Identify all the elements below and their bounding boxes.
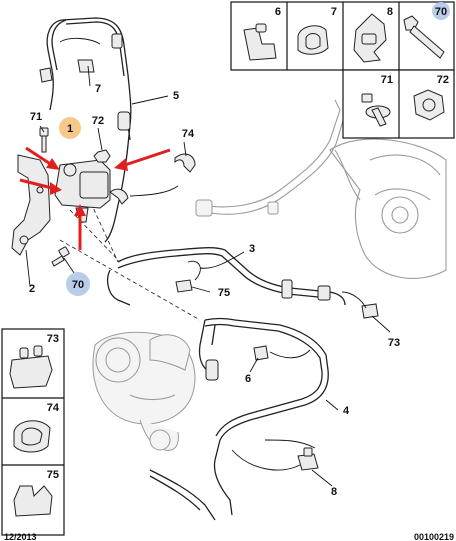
- pipe-4: [149, 317, 329, 521]
- engine-outline: [195, 99, 447, 279]
- clip-8: [297, 447, 319, 471]
- callout-8[interactable]: 8: [331, 486, 337, 498]
- grid-cell-73[interactable]: 73: [9, 333, 59, 389]
- bracket-2: [11, 154, 51, 256]
- svg-text:71: 71: [381, 74, 393, 86]
- callout-73[interactable]: 73: [388, 337, 400, 349]
- grid-cell-6[interactable]: 6: [243, 6, 281, 61]
- callout-6[interactable]: 6: [245, 373, 251, 385]
- callout-75[interactable]: 75: [218, 287, 230, 299]
- nut-72: [93, 149, 111, 163]
- svg-text:74: 74: [47, 402, 60, 414]
- svg-text:7: 7: [331, 6, 337, 18]
- grid-cell-74[interactable]: 74: [13, 402, 60, 453]
- callout-72[interactable]: 72: [92, 115, 104, 127]
- callout-5[interactable]: 5: [173, 90, 179, 102]
- clip-74: [109, 153, 196, 205]
- reference-grid-left: 73 74 75: [1, 328, 65, 536]
- clip-6: [253, 345, 269, 361]
- callout-3[interactable]: 3: [249, 243, 255, 255]
- grid-cell-75[interactable]: 75: [13, 469, 59, 517]
- leader-lines: [25, 37, 391, 487]
- callout-1[interactable]: 1: [59, 117, 81, 139]
- arrow-right: [124, 148, 171, 167]
- clip-7: [39, 59, 95, 83]
- red-arrows: [19, 146, 171, 250]
- dashed-links: [59, 189, 201, 321]
- callout-2[interactable]: 2: [29, 283, 35, 295]
- arrow-left-mid: [19, 178, 53, 190]
- callout-74[interactable]: 74: [182, 128, 195, 140]
- svg-text:1: 1: [67, 123, 73, 135]
- grid-cell-8[interactable]: 8: [353, 6, 393, 63]
- grid-cell-70[interactable]: 70: [403, 2, 450, 59]
- svg-text:6: 6: [275, 6, 281, 18]
- reference-grid-top: 6 7 8 70 71 72: [230, 1, 455, 139]
- grid-cell-7[interactable]: 7: [297, 6, 337, 55]
- callout-4[interactable]: 4: [343, 405, 350, 417]
- pipe-5: [46, 17, 132, 243]
- footer-reference: 00100219: [414, 532, 454, 541]
- svg-text:75: 75: [47, 469, 59, 481]
- callout-70[interactable]: 70: [66, 272, 90, 296]
- grid-cell-72[interactable]: 72: [413, 74, 449, 121]
- pipe-3: [107, 247, 346, 306]
- bolt-71: [39, 127, 49, 153]
- svg-text:73: 73: [47, 333, 59, 345]
- clip-73: [361, 303, 379, 319]
- clip-75: [175, 279, 193, 293]
- callout-7[interactable]: 7: [95, 83, 101, 95]
- svg-text:70: 70: [435, 6, 447, 18]
- bolt-70: [51, 246, 70, 267]
- svg-text:8: 8: [387, 6, 393, 18]
- callout-71[interactable]: 71: [30, 111, 42, 123]
- footer-date: 12/2013: [4, 532, 37, 541]
- arrow-left-top: [25, 146, 53, 167]
- svg-text:70: 70: [72, 279, 84, 291]
- turbocharger: [92, 331, 196, 451]
- grid-cell-71[interactable]: 71: [361, 74, 393, 127]
- svg-text:72: 72: [437, 74, 449, 86]
